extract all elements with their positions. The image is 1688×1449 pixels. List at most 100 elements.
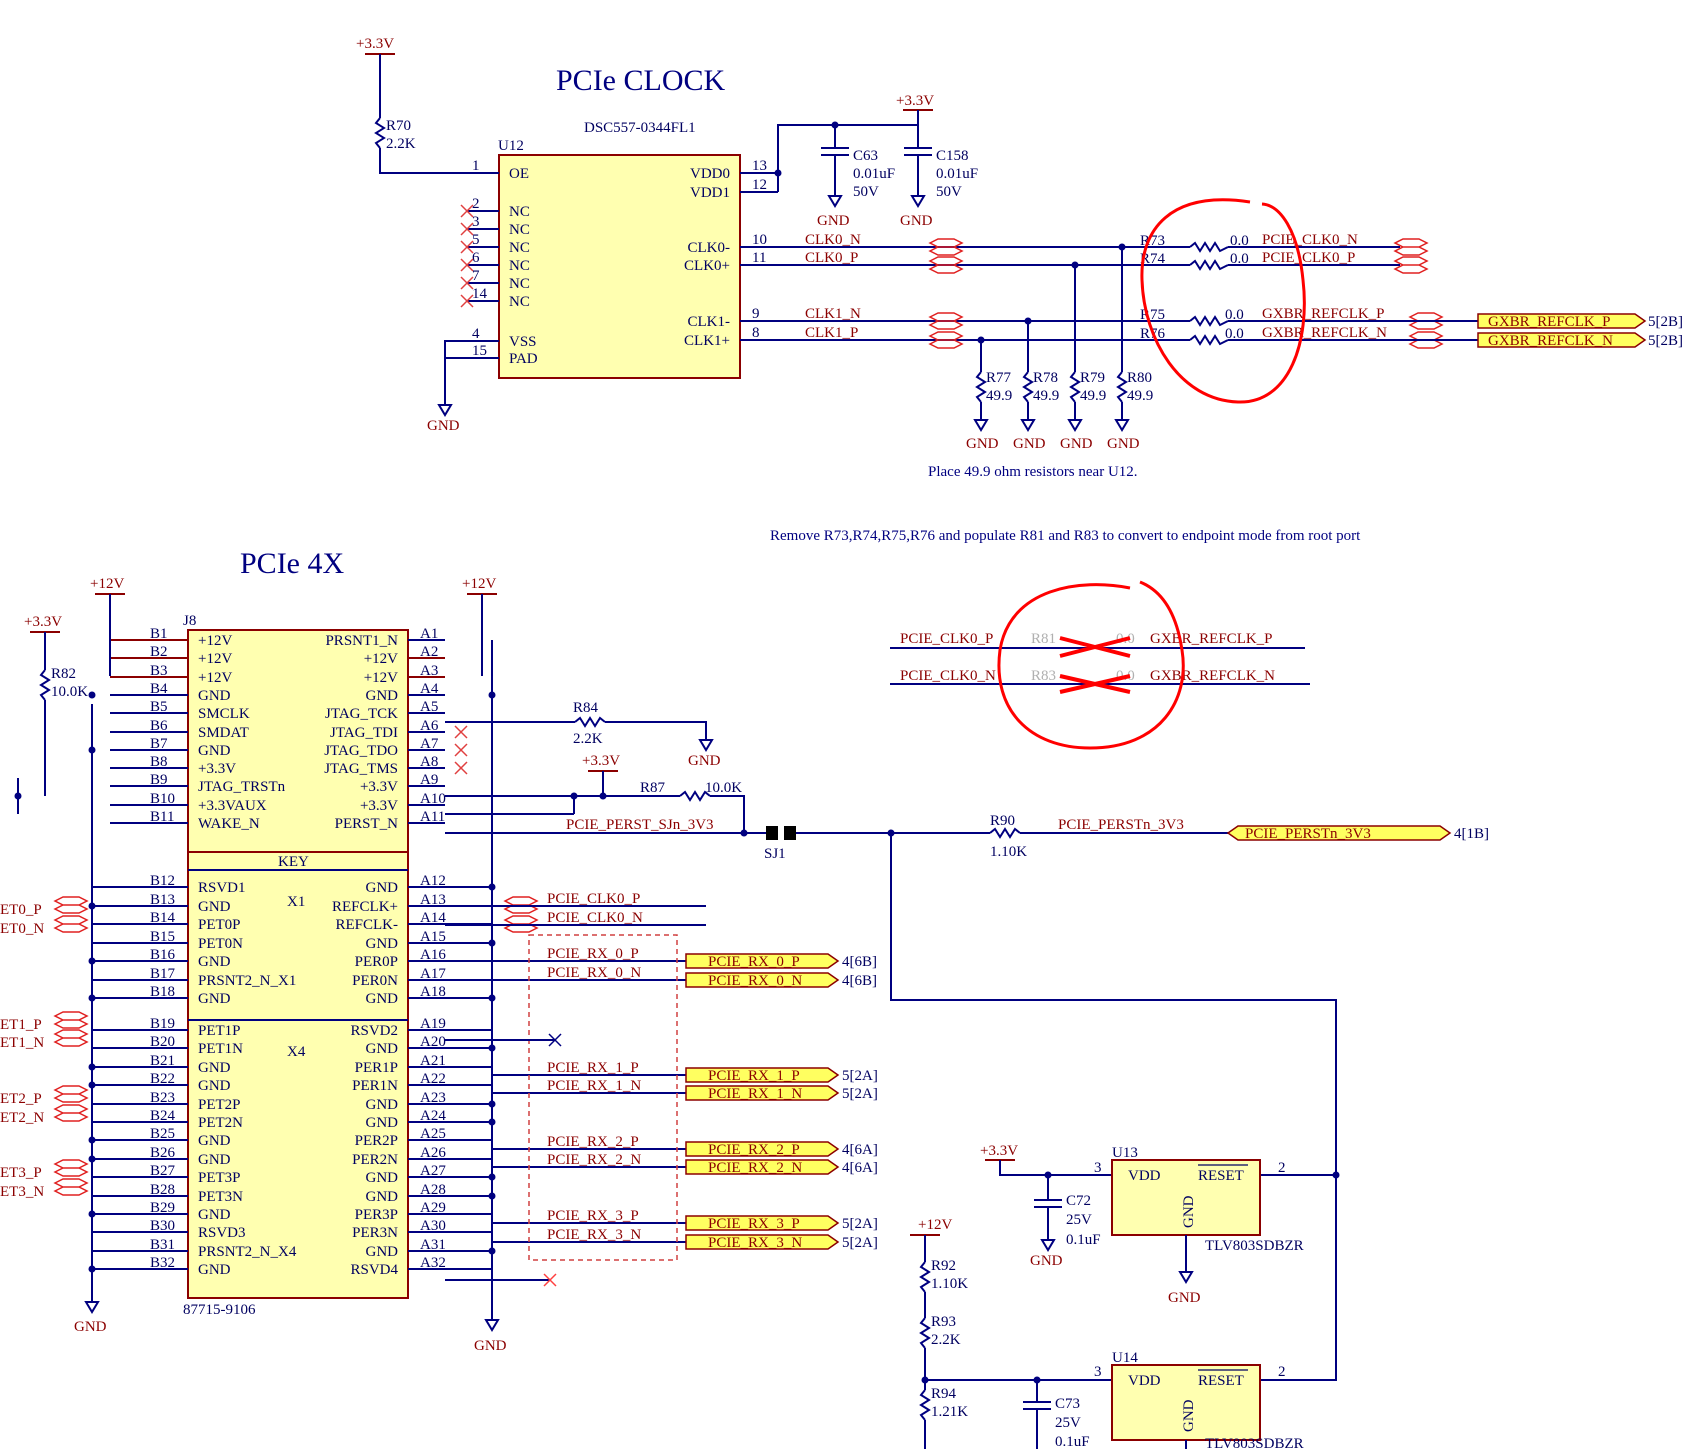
u12-pin-num: 5: [472, 232, 480, 248]
port-rx: [685, 1085, 840, 1101]
j8-b-pin-num: B1: [150, 626, 168, 642]
j8-a-pin-name: +3.3V: [360, 798, 398, 814]
u12-pin-name: NC: [509, 204, 530, 220]
net-clk0p: CLK0_P: [805, 250, 858, 266]
u12-pin-name: CLK1-: [688, 314, 731, 330]
dashed-group-box: [528, 934, 678, 1261]
power-12v-divider: +12V: [918, 1217, 952, 1233]
j8-b-pin-num: B11: [150, 809, 174, 825]
gnd-label-left: GND: [74, 1319, 107, 1335]
r90-val: 1.10K: [990, 844, 1027, 860]
junction: [921, 1376, 929, 1384]
port-rx-ref: 5[2A]: [842, 1216, 878, 1232]
r94-val: 1.21K: [931, 1404, 968, 1420]
c73-volt: 25V: [1055, 1415, 1081, 1431]
resistor-r92: [919, 1261, 931, 1293]
u12-pin-name: VSS: [509, 334, 537, 350]
net-flag-icon: [53, 1159, 89, 1177]
j8-a-pin-num: A9: [420, 772, 438, 788]
wire-u13-vdd: [999, 1160, 1112, 1176]
port-rx-ref: 4[6B]: [842, 973, 877, 989]
r73-val: 0.0: [1230, 233, 1249, 249]
j8-b-pin-num: B31: [150, 1237, 175, 1253]
port-gxbr-n: [1477, 332, 1647, 348]
net-et1p: ET1_P: [0, 1017, 42, 1033]
gnd-symbol: [1040, 1239, 1056, 1252]
j8-a-pin-name: PER2N: [352, 1152, 398, 1168]
u12-pin-name: NC: [509, 222, 530, 238]
u13-part: TLV803SDBZR: [1205, 1238, 1304, 1254]
gnd-label: GND: [817, 213, 850, 229]
j8-a-pin-name: GND: [366, 880, 399, 896]
u13-pin2: 2: [1278, 1160, 1286, 1176]
net-pcie-clk0p-b: PCIE_CLK0_P: [900, 631, 993, 647]
j8-a-pin-name: +12V: [364, 670, 398, 686]
u13-vdd: VDD: [1128, 1168, 1161, 1184]
wire-vss-pad: [444, 340, 499, 359]
u12-pin-name: NC: [509, 240, 530, 256]
wire: [605, 721, 707, 740]
gnd-r78: GND: [1013, 436, 1046, 452]
j8-b-pin-name: PET2N: [198, 1115, 243, 1131]
j8-b-pin-num: B15: [150, 929, 175, 945]
series-resistor-icon: [1189, 315, 1229, 327]
j8-b-pin-name: GND: [198, 1262, 231, 1278]
j8-a-pin-num: A4: [420, 681, 439, 697]
port-rx: [685, 972, 840, 988]
j8-a-pin-name: GND: [366, 1041, 399, 1057]
resistor-r87: [679, 790, 711, 802]
resistor-r90: [989, 827, 1021, 839]
net-flag-icon: [928, 331, 964, 349]
port-gxbr-p: [1477, 313, 1647, 329]
u14-gnd: GND: [1181, 1399, 1197, 1432]
j8-a-pin-name: REFCLK-: [335, 917, 398, 933]
no-connect-icon: [460, 204, 474, 218]
series-resistor-icon: [1189, 334, 1229, 346]
r94-ref: R94: [931, 1386, 957, 1402]
j8-a-pin-num: A5: [420, 699, 438, 715]
r82-val: 10.0K: [51, 684, 88, 700]
net-flag-icon: [53, 896, 89, 914]
port-rx-ref: 5[2A]: [842, 1086, 878, 1102]
net-gxbr-n-b: GXBR_REFCLK_N: [1150, 668, 1275, 684]
no-connect-icon: [460, 294, 474, 308]
j8-a-pin-num: A15: [420, 929, 446, 945]
wire-reset-bus: [890, 833, 1337, 1381]
net-rx-label: PCIE_RX_3_N: [547, 1227, 641, 1243]
j8-b-pin-name: PRSNT2_N_X1: [198, 973, 296, 989]
j8-a-pin-name: GND: [366, 1244, 399, 1260]
power-3v3-r82: +3.3V: [24, 614, 62, 630]
j8-a-pin-num: A32: [420, 1255, 446, 1271]
resistor-icon: [1022, 371, 1034, 403]
r70-ref: R70: [386, 118, 411, 134]
port-rx: [685, 1141, 840, 1157]
j8-b-pin-num: B29: [150, 1200, 175, 1216]
r93-val: 2.2K: [931, 1332, 961, 1348]
r84-val: 2.2K: [573, 731, 603, 747]
u12-body: [498, 154, 741, 379]
resistor-icon: [1116, 371, 1128, 403]
sj1-pad-left: [766, 826, 778, 840]
j8-b-pin-num: B5: [150, 699, 168, 715]
j8-b-pin-name: +3.3VAUX: [198, 798, 267, 814]
j8-a-pin-num: A25: [420, 1126, 446, 1142]
net-flag-icon: [1393, 238, 1429, 256]
red-circle-annotation-1: [1140, 198, 1306, 404]
u12-pin-num: 4: [472, 326, 480, 342]
r79-ref: R79: [1080, 370, 1105, 386]
j8-b-pin-num: B10: [150, 791, 175, 807]
net-clk1n: CLK1_N: [805, 306, 861, 322]
u12-pin-name: NC: [509, 276, 530, 292]
j8-b-pin-name: WAKE_N: [198, 816, 260, 832]
j8-a-pin-num: A2: [420, 644, 438, 660]
j8-body: [187, 629, 409, 1299]
title-pcie-4x: PCIe 4X: [240, 547, 345, 580]
no-connect-rsvd2: [548, 1033, 562, 1047]
j8-b-pin-name: GND: [198, 899, 231, 915]
j8-a-pin-name: PER3P: [355, 1207, 398, 1223]
j8-b-pin-name: GND: [198, 1152, 231, 1168]
port-rx: [685, 953, 840, 969]
